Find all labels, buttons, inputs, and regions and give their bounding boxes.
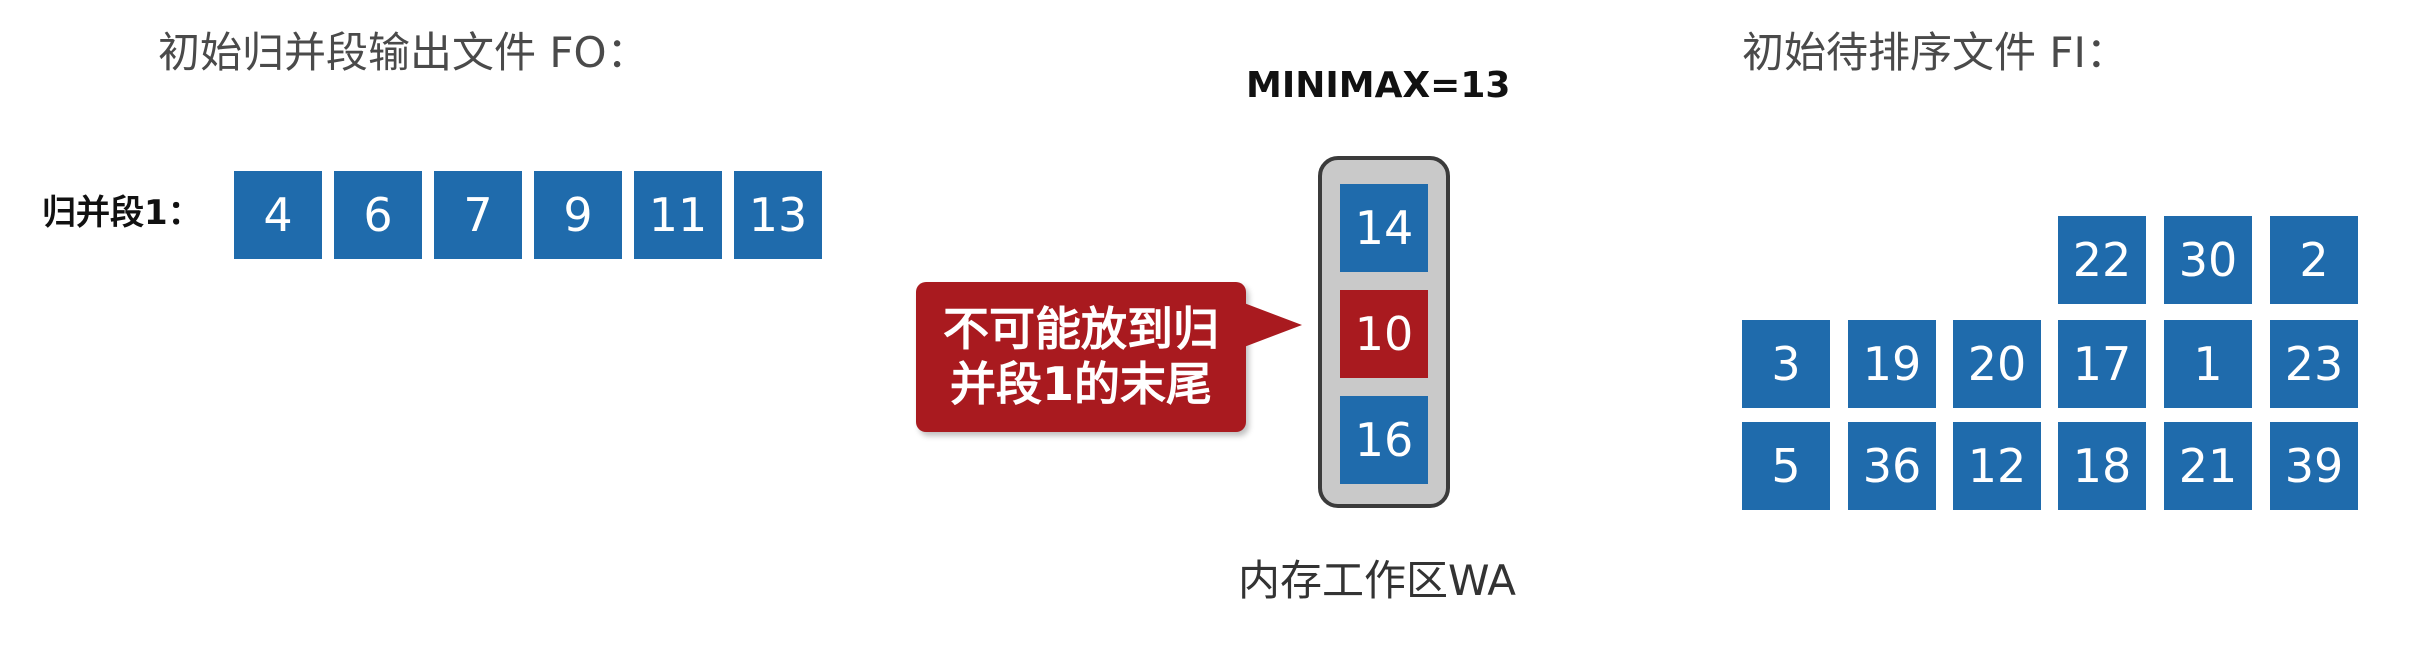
workspace-cell-highlighted: 10	[1340, 290, 1428, 378]
output-cell: 13	[734, 171, 822, 259]
input-cell: 30	[2164, 216, 2252, 304]
input-cell: 1	[2164, 320, 2252, 408]
run-1-label: 归并段1：	[42, 193, 202, 233]
input-cell: 5	[1742, 422, 1830, 510]
input-cell: 19	[1848, 320, 1936, 408]
input-cell: 36	[1848, 422, 1936, 510]
workspace-cell: 16	[1340, 396, 1428, 484]
minimax-label: MINIMAX=13	[1246, 65, 1511, 106]
input-cell: 3	[1742, 320, 1830, 408]
input-cell: 18	[2058, 422, 2146, 510]
output-cell: 4	[234, 171, 322, 259]
output-cell: 9	[534, 171, 622, 259]
input-file-heading: 初始待排序文件 FI：	[1742, 28, 2128, 77]
output-cell: 11	[634, 171, 722, 259]
input-cell: 21	[2164, 422, 2252, 510]
workspace-cell: 14	[1340, 184, 1428, 272]
input-cell: 17	[2058, 320, 2146, 408]
input-cell: 23	[2270, 320, 2358, 408]
output-cell: 7	[434, 171, 522, 259]
input-cell: 39	[2270, 422, 2358, 510]
input-cell: 22	[2058, 216, 2146, 304]
workspace-label: 内存工作区WA	[1238, 556, 1516, 605]
input-cell: 2	[2270, 216, 2358, 304]
callout-box: 不可能放到归并段1的末尾	[916, 282, 1246, 432]
output-file-heading: 初始归并段输出文件 FO：	[158, 28, 649, 77]
callout-text: 不可能放到归并段1的末尾	[943, 301, 1219, 411]
callout-pointer	[1244, 303, 1302, 347]
output-cell: 6	[334, 171, 422, 259]
input-cell: 20	[1953, 320, 2041, 408]
input-cell: 12	[1953, 422, 2041, 510]
